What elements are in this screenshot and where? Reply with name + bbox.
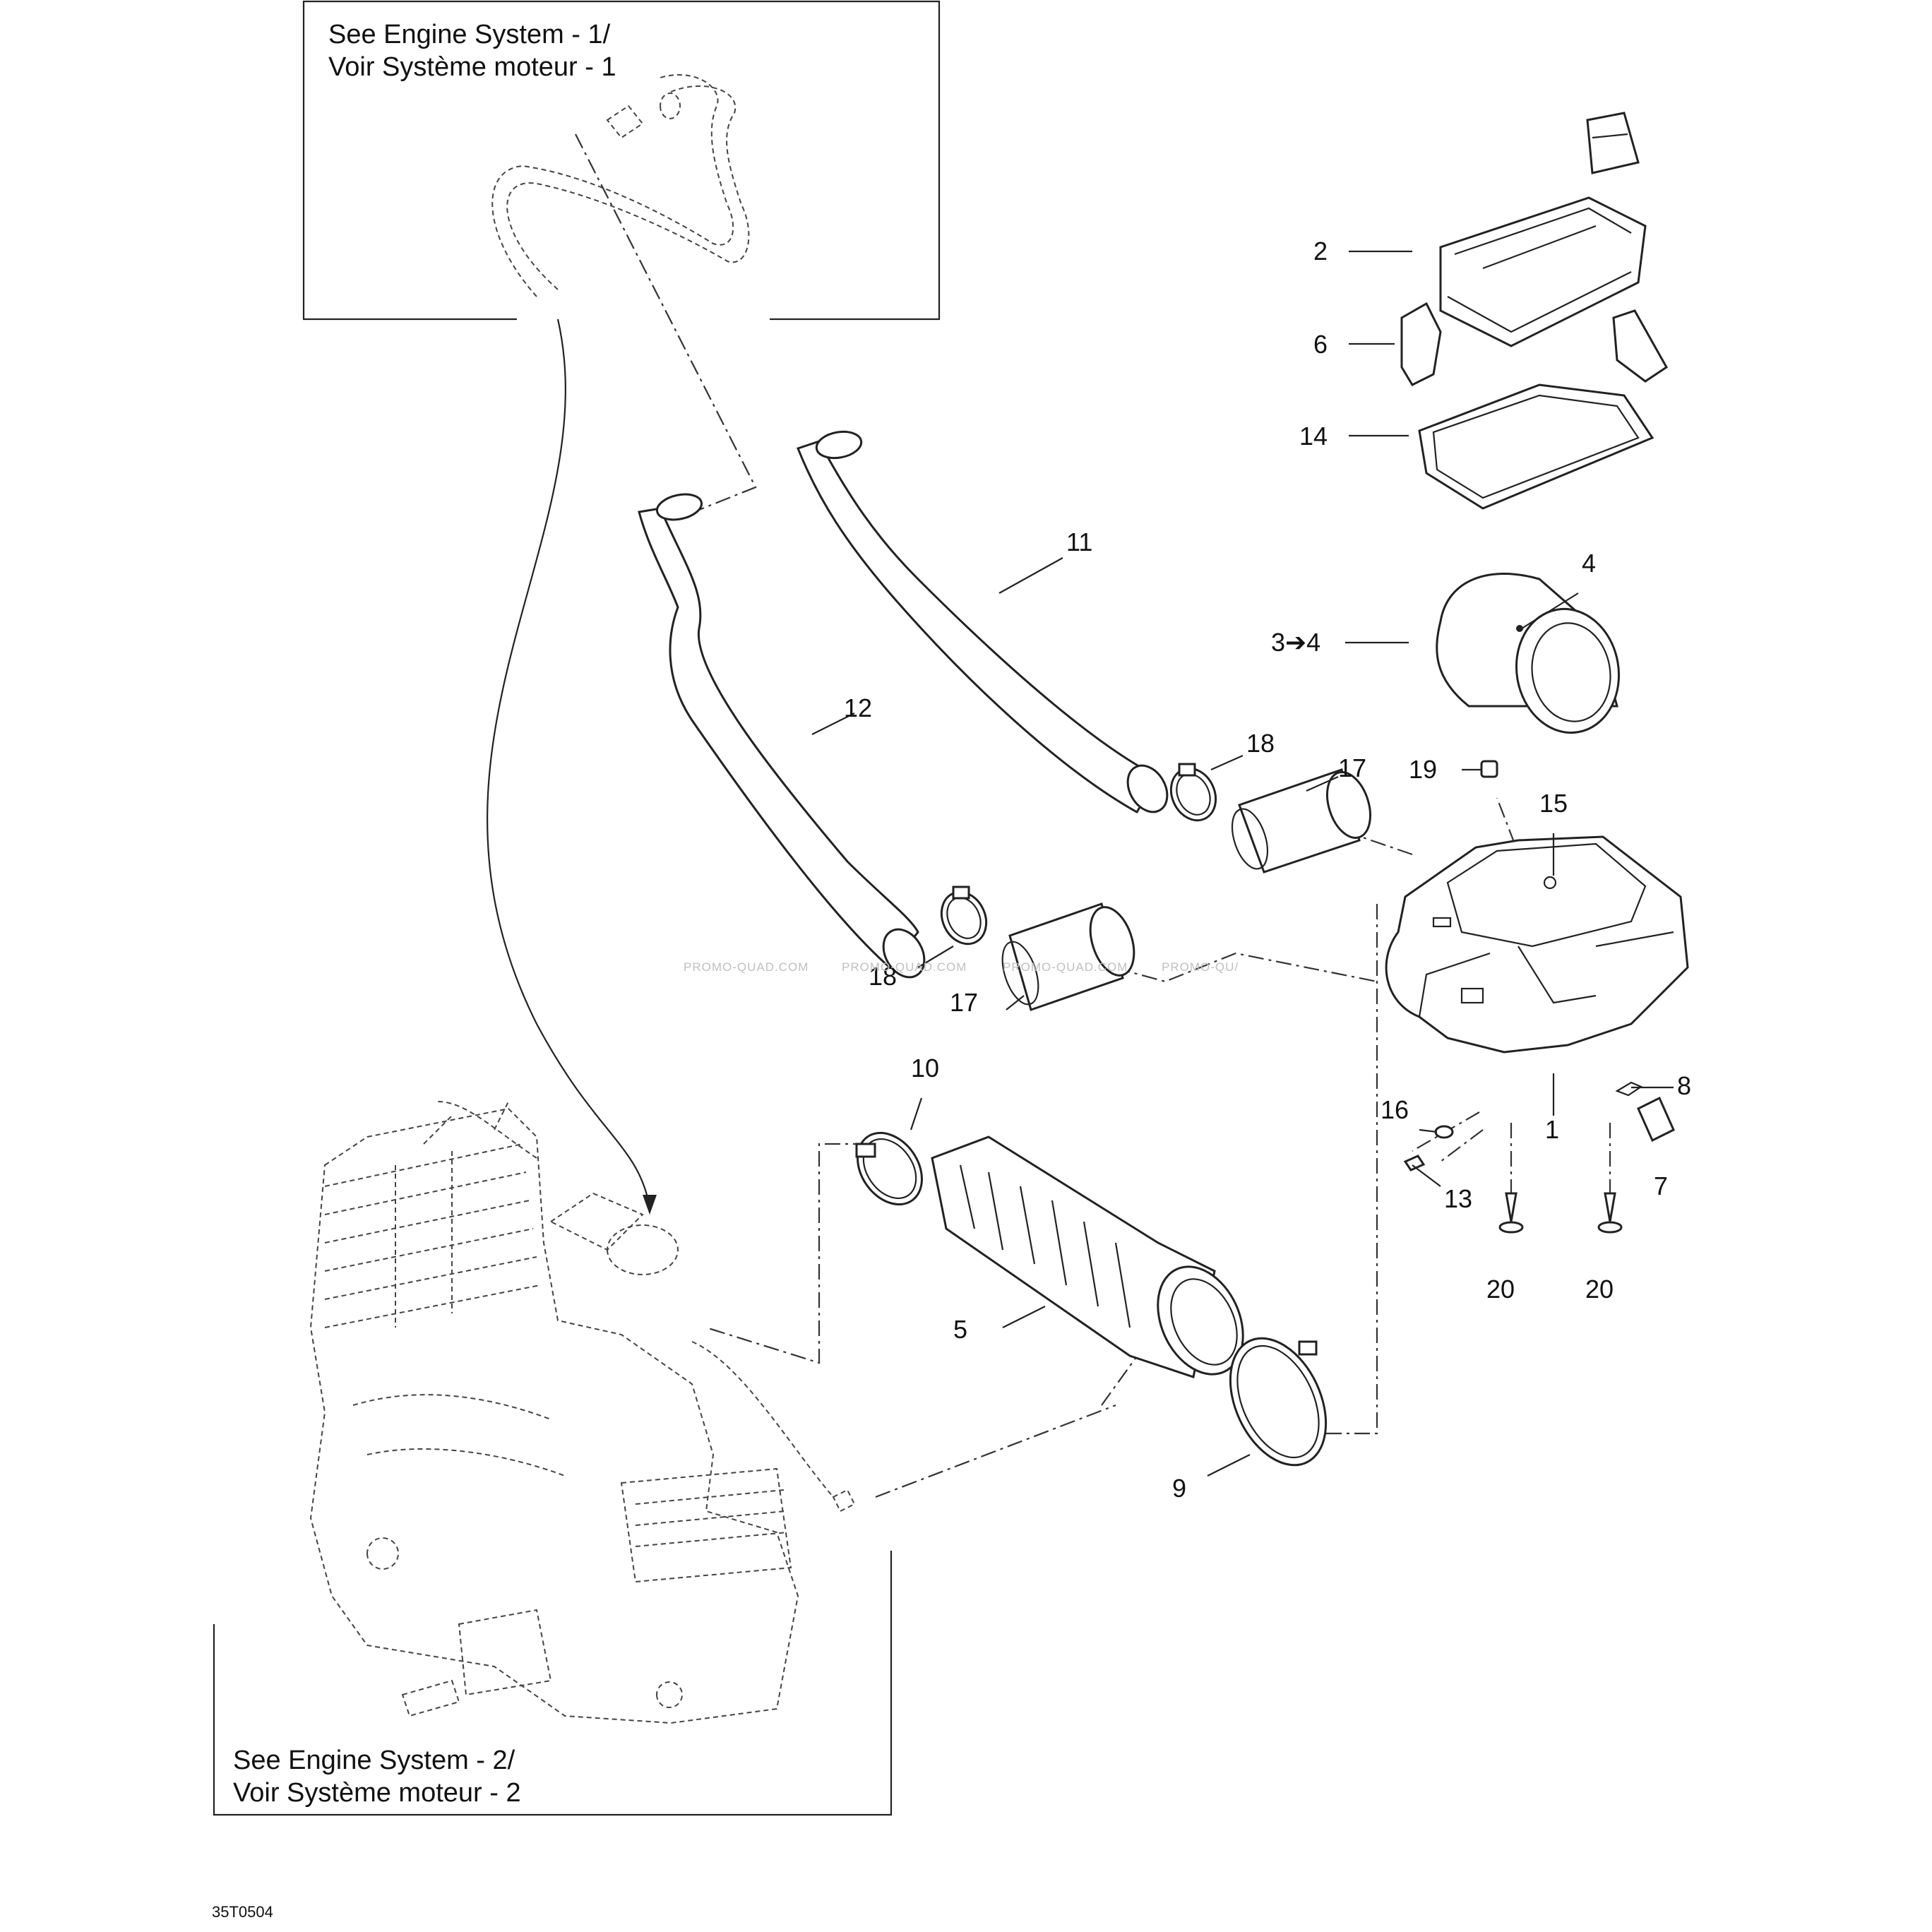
- watermark: PROMO-QUAD.COM: [684, 960, 809, 974]
- callout-8: 8: [1677, 1071, 1691, 1100]
- clamp-18-lower: [940, 886, 988, 946]
- reference-note-bottom-line-1: See Engine System - 2/: [233, 1746, 515, 1775]
- reference-frame-bottom: [213, 1551, 893, 1816]
- air-filter-4: [1436, 573, 1621, 734]
- reference-note-bottom: See Engine System - 2/ Voir Système mote…: [233, 1744, 521, 1809]
- watermark: PROMO-QUAD.COM: [842, 960, 967, 974]
- callout-9: 9: [1172, 1474, 1186, 1503]
- hose-clip-8: [1615, 1081, 1643, 1097]
- callout-5: 5: [953, 1315, 967, 1344]
- drawing-code: 35T0504: [212, 1903, 273, 1921]
- coupler-17-lower: [1001, 902, 1135, 1011]
- routing-line: [487, 318, 657, 1215]
- callout-19: 19: [1409, 755, 1437, 784]
- callout-17-upper: 17: [1338, 753, 1366, 782]
- watermark: PROMO-QU/: [1162, 960, 1239, 974]
- callout-3-4: 3➔4: [1271, 628, 1320, 657]
- screw-20-right: [1597, 1192, 1623, 1234]
- reference-note-top: See Engine System - 1/ Voir Système mote…: [328, 18, 616, 83]
- airbox-cover-2: [1439, 112, 1647, 347]
- callout-14: 14: [1299, 422, 1328, 451]
- washer-16: [1434, 1125, 1454, 1139]
- callouts: 2 6 14 11 4 3➔4 12 18 17 19 15 18 17 10 …: [844, 237, 1691, 1503]
- callout-20-left: 20: [1486, 1275, 1515, 1304]
- cap-19: [1480, 760, 1498, 778]
- screw-13: [1403, 1155, 1426, 1171]
- callout-6: 6: [1313, 330, 1328, 359]
- latch-6: [1400, 302, 1668, 386]
- callout-18-lower: 18: [869, 962, 897, 991]
- callout-13: 13: [1444, 1184, 1472, 1213]
- screw-20-left: [1498, 1192, 1524, 1234]
- watermark: PROMO-QUAD.COM: [1003, 960, 1128, 974]
- callout-18-upper: 18: [1246, 729, 1275, 758]
- drain-cap-7: [1637, 1096, 1675, 1143]
- callout-17-lower: 17: [950, 988, 978, 1017]
- reference-note-top-line-1: See Engine System - 1/: [328, 20, 611, 49]
- callout-4: 4: [1582, 549, 1596, 578]
- coupler-17-upper: [1231, 768, 1371, 873]
- intake-hose-12: [638, 493, 926, 979]
- intake-bellow-5: [931, 1135, 1244, 1378]
- reference-note-bottom-line-2: Voir Système moteur - 2: [233, 1778, 521, 1808]
- callout-12: 12: [844, 693, 872, 722]
- gasket-14: [1418, 383, 1654, 510]
- leader-lines: [811, 250, 1674, 1477]
- reference-note-top-line-2: Voir Système moteur - 1: [328, 52, 616, 82]
- clamp-10: [855, 1131, 923, 1206]
- callout-15: 15: [1539, 789, 1568, 818]
- clamp-9: [1229, 1337, 1328, 1467]
- callout-1: 1: [1545, 1115, 1559, 1144]
- engine-ghost: [309, 1101, 856, 1724]
- callout-10: 10: [911, 1054, 939, 1083]
- callout-11: 11: [1066, 527, 1092, 556]
- callout-20-right: 20: [1585, 1275, 1614, 1304]
- engine-hose-ghost: [491, 74, 750, 297]
- clamp-18-upper: [1169, 763, 1217, 822]
- callout-7: 7: [1654, 1171, 1668, 1200]
- intake-hose-11: [797, 430, 1169, 814]
- reference-frame-top: [302, 0, 941, 321]
- callout-16: 16: [1381, 1095, 1409, 1124]
- callout-2: 2: [1313, 237, 1328, 266]
- airbox-1: [1385, 835, 1689, 1054]
